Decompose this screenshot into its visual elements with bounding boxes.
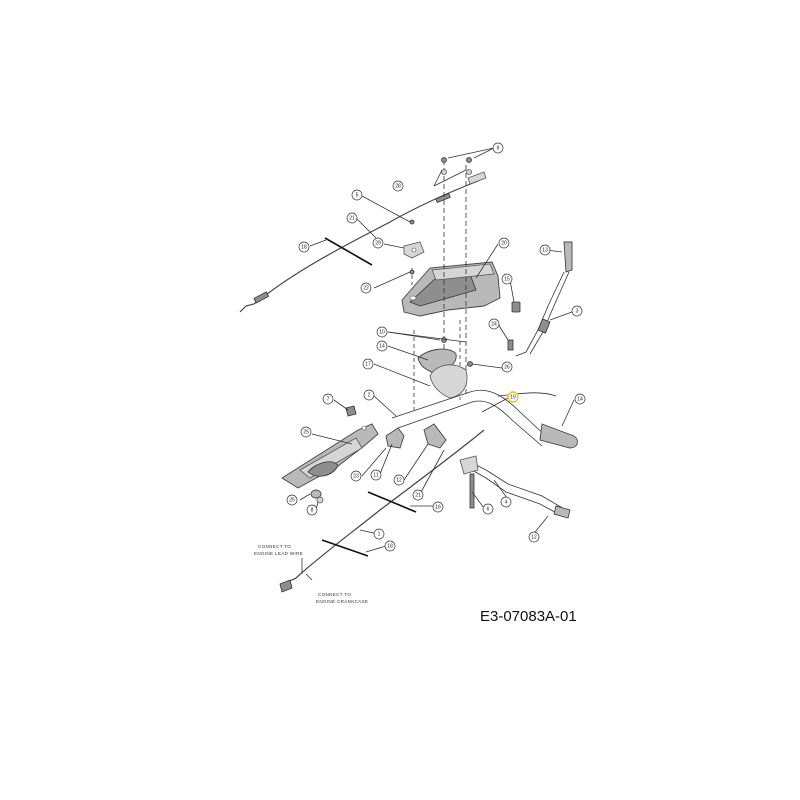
- callout-label: 18: [301, 244, 307, 250]
- callout-1: 1: [373, 528, 385, 540]
- callout-26: 26: [501, 361, 513, 373]
- callout-10: 10: [376, 326, 388, 338]
- callout-9: 9: [492, 142, 504, 154]
- svg-text:CONNECT TO: CONNECT TO: [258, 544, 291, 549]
- note-crankcase: CONNECT TO ENGINE CRANKCASE: [316, 592, 368, 604]
- callout-label: 4: [505, 499, 508, 505]
- callout-label: 15: [504, 276, 510, 282]
- callout-label: 21: [415, 492, 421, 498]
- callout-label: 24: [491, 321, 497, 327]
- callout-8: 8: [306, 504, 318, 516]
- callout-label: 10: [379, 329, 385, 335]
- callout-21: 21: [346, 212, 358, 224]
- callout-label: 8: [311, 507, 314, 513]
- callout-label: 16: [435, 504, 441, 510]
- bolt-7: [345, 405, 357, 417]
- callout-15: 15: [501, 273, 513, 285]
- svg-text:CONNECT TO: CONNECT TO: [318, 592, 351, 597]
- callout-5: 5: [351, 189, 363, 201]
- callout-label: 12: [531, 534, 537, 540]
- drawing-number: E3-07083A-01: [480, 608, 577, 625]
- callout-label: 26: [504, 364, 510, 370]
- callout-label: 9: [497, 145, 500, 151]
- callout-label: 28: [395, 183, 401, 189]
- callout-label: 7: [327, 396, 330, 402]
- callout-18: 18: [384, 540, 396, 552]
- console-cover: [401, 261, 501, 317]
- callout-label: 12: [396, 477, 402, 483]
- callout-label: 25: [289, 497, 295, 503]
- control-bracket: [417, 348, 468, 399]
- svg-text:ENGINE CRANKCASE: ENGINE CRANKCASE: [316, 599, 368, 604]
- callout-25: 25: [286, 494, 298, 506]
- callout-18: 18: [298, 241, 310, 253]
- callout-12: 12: [528, 531, 540, 543]
- callout-16: 16: [432, 501, 444, 513]
- clip-15: [511, 301, 521, 313]
- callout-17: 17: [362, 358, 374, 370]
- callout-13: 13: [539, 244, 551, 256]
- callout-4: 4: [500, 496, 512, 508]
- callout-29: 29: [372, 237, 384, 249]
- lower-handle-right: [459, 455, 571, 519]
- callout-label: 23: [353, 473, 359, 479]
- callout-label: 22: [363, 285, 369, 291]
- callout-label: 11: [373, 472, 378, 478]
- callout-label: 5: [356, 192, 359, 198]
- svg-text:ENGINE LEAD WIRE: ENGINE LEAD WIRE: [254, 551, 303, 556]
- bolt-24: [507, 339, 514, 351]
- callout-label: 1: [378, 531, 381, 537]
- callout-23: 23: [350, 470, 362, 482]
- callout-label: 20: [501, 240, 507, 246]
- lower-handle-left: [281, 423, 447, 489]
- callout-2: 2: [363, 389, 375, 401]
- callout-label: 25: [303, 429, 309, 435]
- callout-label: 18: [387, 543, 393, 549]
- callout-label: 19: [510, 394, 516, 400]
- callout-label: 21: [349, 215, 355, 221]
- callout-label: 29: [375, 240, 381, 246]
- callout-3: 3: [571, 305, 583, 317]
- bracket-29: [403, 241, 425, 259]
- callout-label: 2: [368, 392, 371, 398]
- upper-handle: [391, 389, 578, 449]
- callout-22: 22: [360, 282, 372, 294]
- callout-6: 6: [482, 503, 494, 515]
- callout-label: 6: [487, 506, 490, 512]
- callout-21: 21: [412, 489, 424, 501]
- note-lead-wire: CONNECT TO ENGINE LEAD WIRE: [254, 544, 303, 556]
- callout-24: 24: [488, 318, 500, 330]
- knob-25: [310, 489, 324, 504]
- callout-25: 25: [300, 426, 312, 438]
- callout-7: 7: [322, 393, 334, 405]
- lower-cable: [279, 429, 485, 593]
- callout-20: 20: [498, 237, 510, 249]
- shift-lever: [515, 241, 573, 357]
- upper-cable: [239, 171, 487, 313]
- callouts: 9285211829222013153241014261719721425111…: [286, 142, 586, 552]
- callout-14: 14: [376, 340, 388, 352]
- callout-11: 11: [370, 469, 382, 481]
- callout-label: 13: [542, 247, 548, 253]
- callout-label: 3: [576, 308, 579, 314]
- callout-19: 19: [507, 391, 519, 403]
- callout-label: 14: [577, 396, 583, 402]
- callout-28: 28: [392, 180, 404, 192]
- callout-12: 12: [393, 474, 405, 486]
- callout-14: 14: [574, 393, 586, 405]
- callout-label: 17: [365, 361, 371, 367]
- callout-label: 14: [379, 343, 385, 349]
- top-hardware: [409, 157, 473, 367]
